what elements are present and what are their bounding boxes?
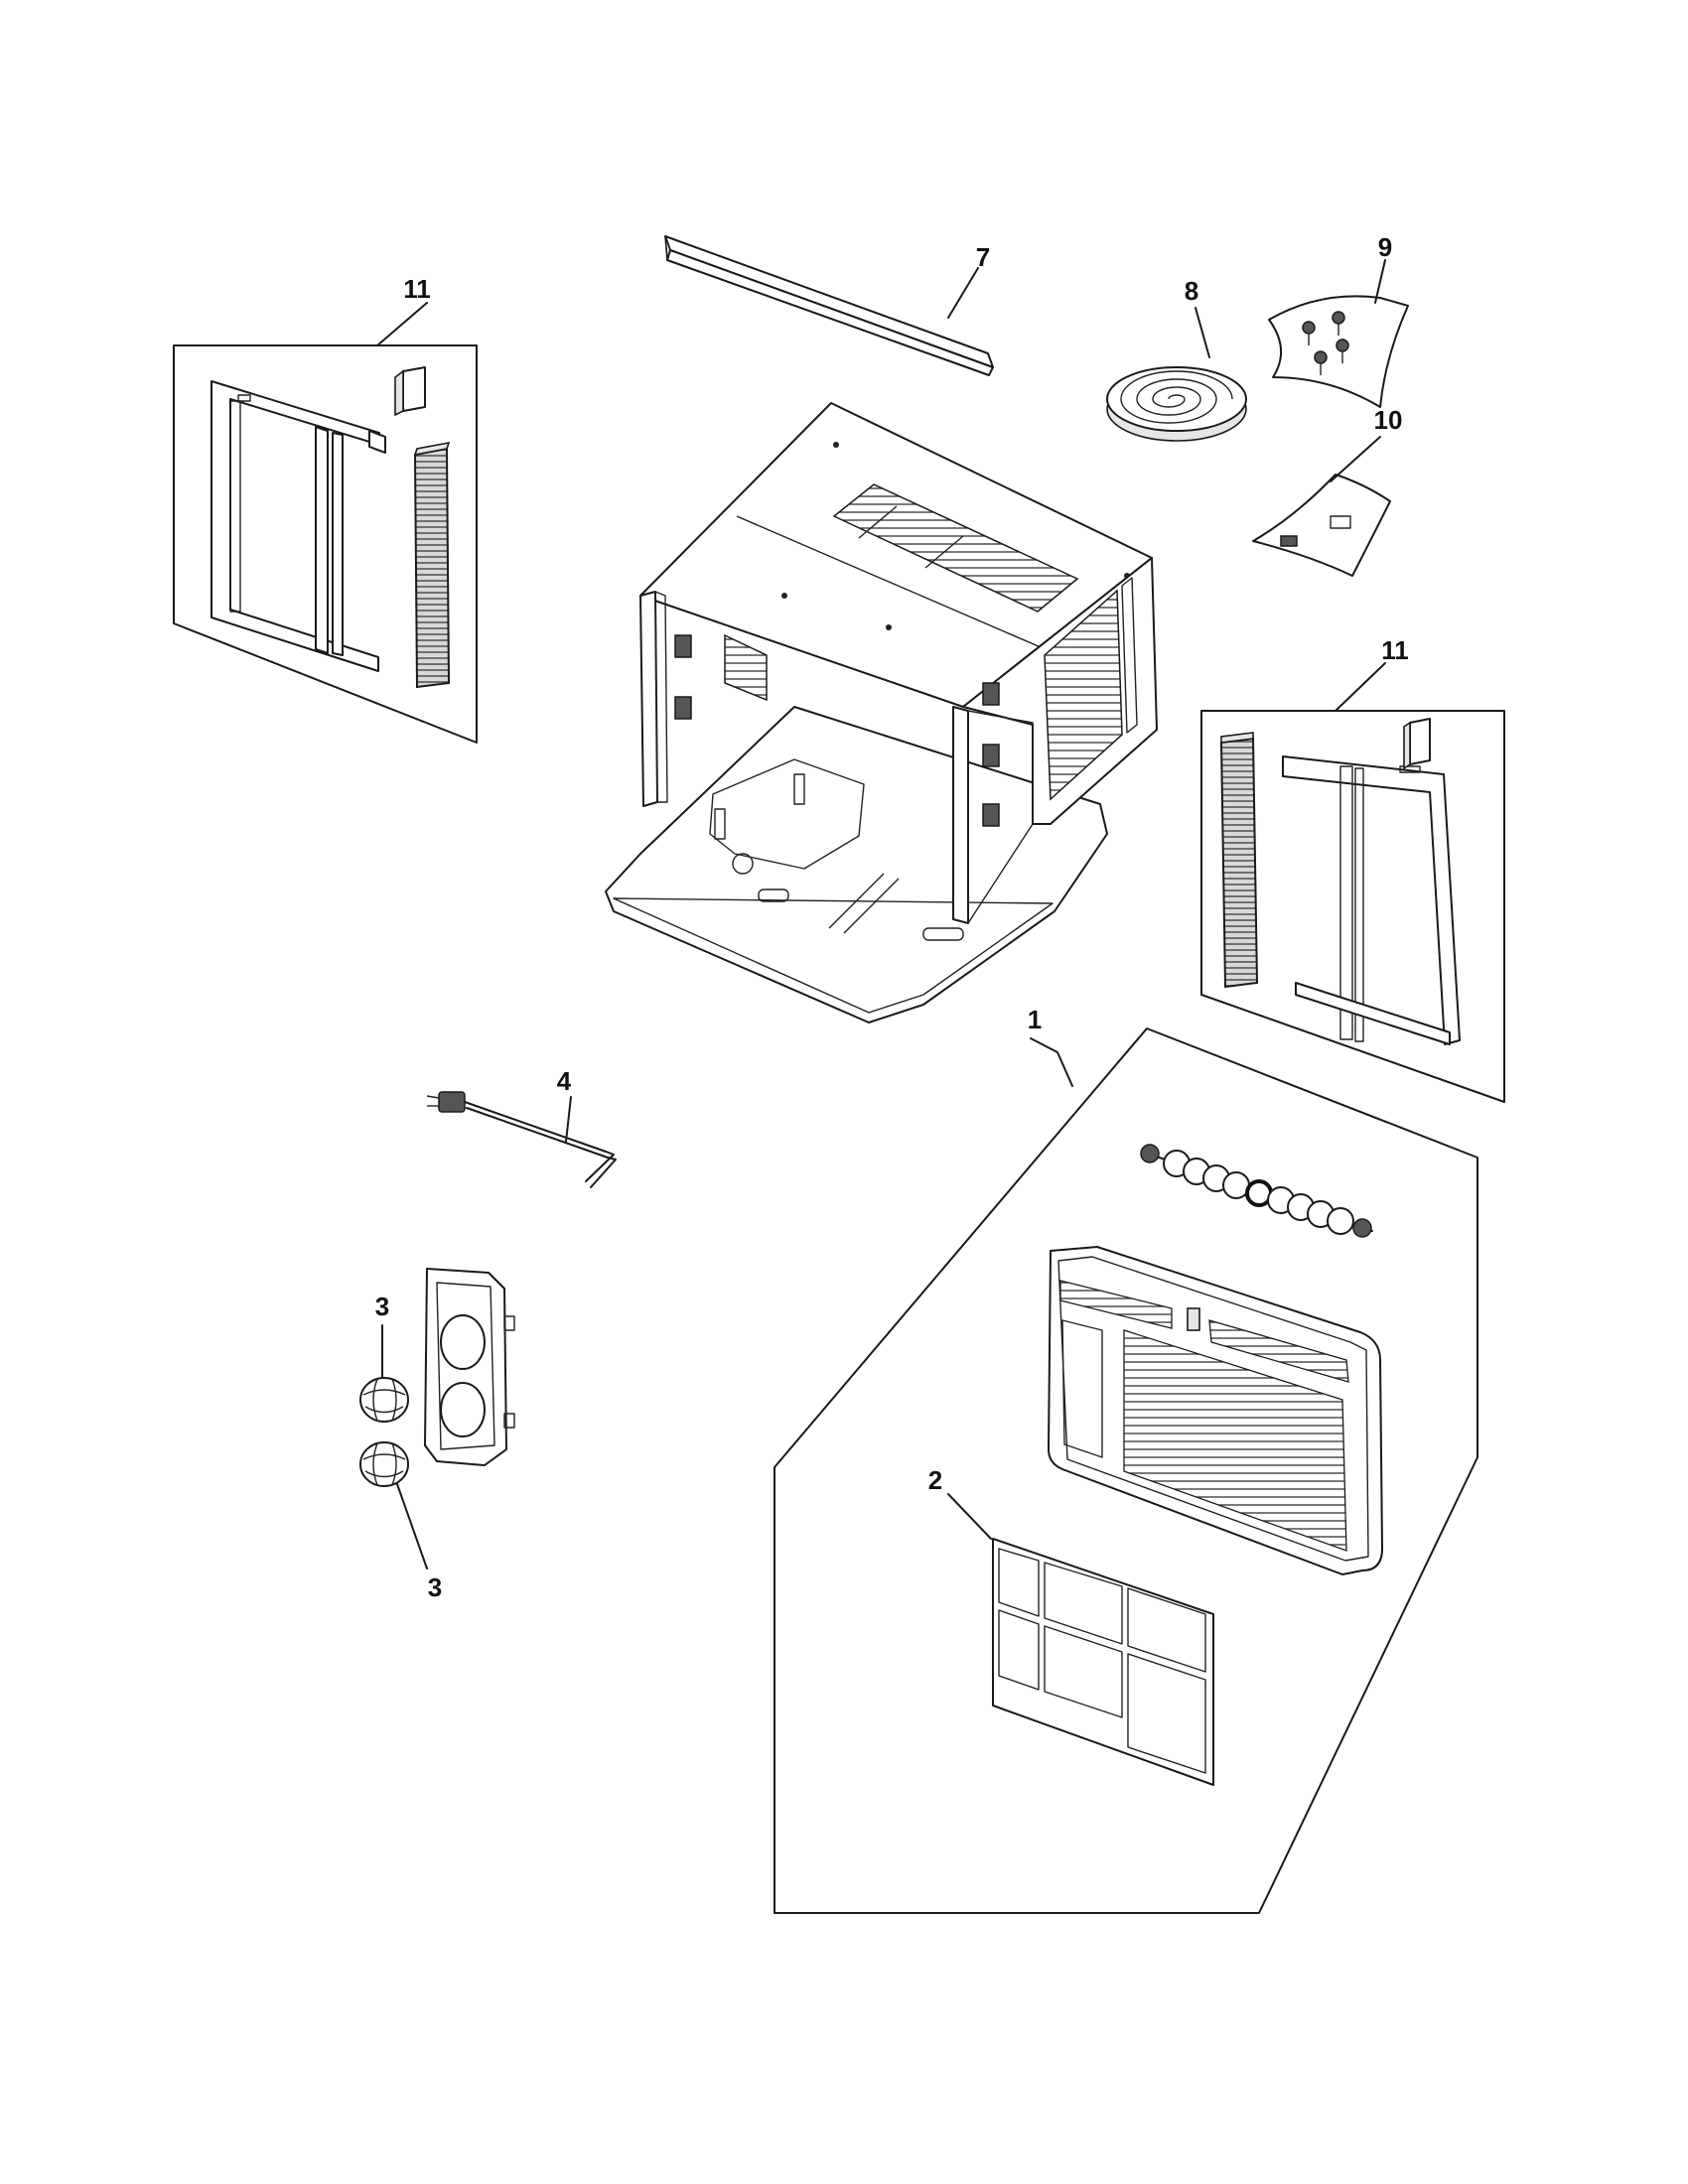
leader-2 [947, 1493, 992, 1540]
leader-1 [1056, 1051, 1073, 1087]
front-post [952, 706, 969, 924]
control-panel-bezel [424, 1268, 515, 1466]
part-11-left-window-kit: 11 [173, 274, 478, 744]
callout-11-right: 11 [1381, 635, 1409, 665]
knob-upper [359, 1377, 409, 1423]
cabinet-left-wall [639, 591, 658, 807]
kit-panel-outline-right [1200, 710, 1505, 1103]
leader-3-bottom [396, 1483, 428, 1570]
leader-8 [1195, 307, 1210, 358]
leader-7 [947, 267, 979, 319]
front-assembly-outline [774, 1027, 1478, 1914]
plug-icon [438, 1091, 466, 1113]
callout-1: 1 [1028, 1005, 1042, 1034]
cabinet-housing [605, 402, 1158, 1024]
callout-9: 9 [1378, 232, 1392, 262]
top-vent-louvers [832, 483, 1079, 613]
part-11-right-window-kit: 11 [1200, 635, 1505, 1103]
front-grille [1048, 1246, 1383, 1575]
callout-8: 8 [1185, 276, 1198, 306]
leader-11-left [376, 302, 428, 346]
leader-11-right [1335, 662, 1386, 712]
part-2-air-filter: 2 [928, 1465, 1214, 1786]
bracket-icon [1280, 535, 1298, 547]
window-frame-right [1282, 755, 1461, 1045]
part-9-hardware-bag: 9 [1268, 232, 1409, 408]
vent-tab-icon [1187, 1307, 1200, 1331]
callout-11-left: 11 [403, 274, 431, 304]
screw-icons [1302, 311, 1349, 375]
louver-rod-assembly [1140, 1144, 1373, 1238]
part-3-knobs: 3 3 [359, 1268, 515, 1602]
window-frame-left [211, 380, 386, 672]
callout-3-top: 3 [375, 1292, 389, 1321]
leader-10 [1330, 436, 1381, 482]
part-4-power-cord: 4 [426, 1066, 617, 1188]
callout-2: 2 [928, 1465, 942, 1495]
part-7-top-rail: 7 [664, 235, 994, 376]
kit-panel-outline-left [173, 344, 478, 744]
callout-4: 4 [557, 1066, 572, 1096]
knob-lower [359, 1441, 409, 1487]
callout-3-bottom: 3 [428, 1572, 442, 1602]
part-10-bracket-bag: 10 [1252, 405, 1403, 577]
leader-4 [565, 1096, 572, 1143]
side-clip-left [394, 366, 426, 417]
side-vent-louvers [1044, 589, 1123, 801]
foam-seal-left [413, 441, 451, 689]
callout-10: 10 [1374, 405, 1403, 435]
callout-7: 7 [976, 242, 990, 272]
leader-9 [1374, 259, 1386, 304]
side-clip-right [1403, 718, 1431, 770]
part-1-front-assembly: 1 [774, 1005, 1478, 1914]
foam-seal-right [1219, 732, 1259, 989]
rear-coil-fins [724, 633, 768, 702]
part-8-foam-coil: 8 [1106, 276, 1247, 442]
